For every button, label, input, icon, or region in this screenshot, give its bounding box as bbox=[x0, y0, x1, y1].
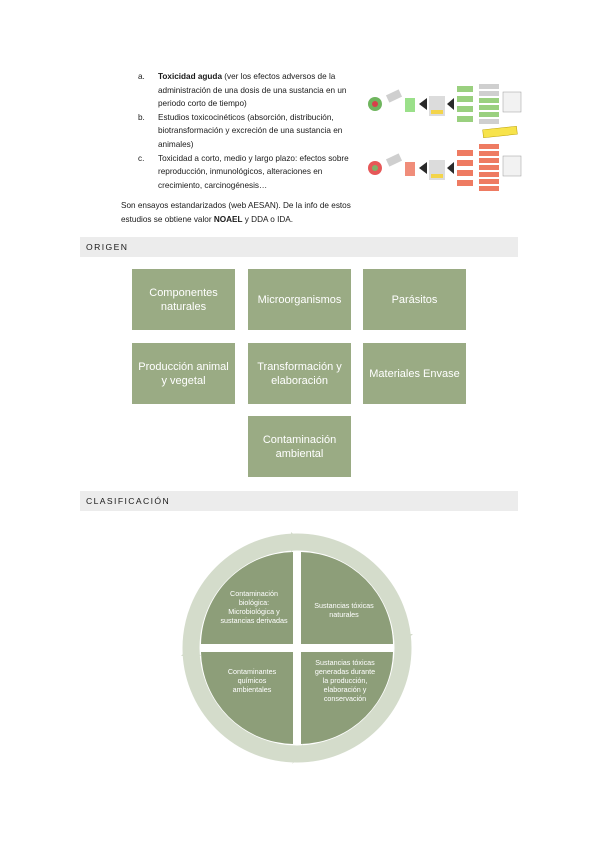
section-header-origen: ORIGEN bbox=[80, 237, 518, 257]
quadrant-text-top-left: Contaminación biológica: Microbiológica … bbox=[220, 589, 288, 625]
list-marker: b. bbox=[138, 112, 145, 122]
list-item-text: (ver los efectos adversos de la administ… bbox=[158, 72, 347, 109]
figure-row-bottom bbox=[368, 144, 522, 191]
origin-box: Microorganismos bbox=[248, 269, 351, 330]
quadrant-text-top-right: Sustancias tóxicas naturales bbox=[314, 601, 374, 619]
svg-text:elaboración y: elaboración y bbox=[324, 685, 367, 694]
list-item-text: Estudios toxicocinéticos (absorción, dis… bbox=[158, 112, 343, 149]
svg-text:Sustancias tóxicas: Sustancias tóxicas bbox=[314, 601, 374, 610]
quadrant-top-right bbox=[301, 552, 393, 644]
list-item-text: Toxicidad a corto, medio y largo plazo: … bbox=[158, 153, 349, 190]
quadrant-text-bottom-right: Sustancias tóxicas generadas durante la … bbox=[315, 658, 375, 703]
list-marker: c. bbox=[138, 153, 145, 163]
figure-row-top bbox=[368, 84, 522, 124]
svg-text:ambientales: ambientales bbox=[233, 685, 272, 694]
svg-text:químicos: químicos bbox=[238, 676, 267, 685]
paragraph-bold: NOAEL bbox=[213, 214, 243, 224]
origin-box: Parásitos bbox=[363, 269, 466, 330]
quadrant-text-bottom-left: Contaminantes químicos ambientales bbox=[228, 667, 277, 694]
svg-text:sustancias derivadas: sustancias derivadas bbox=[220, 616, 288, 625]
paragraph-text: Son ensayos estandarizados (web AESAN). … bbox=[121, 201, 351, 224]
summary-paragraph: Son ensayos estandarizados (web AESAN). … bbox=[121, 199, 367, 226]
svg-text:Microbiológica y: Microbiológica y bbox=[228, 607, 280, 616]
list-item: c. Toxicidad a corto, medio y largo plaz… bbox=[138, 152, 360, 193]
toxicity-study-figure bbox=[368, 84, 522, 191]
paragraph-text-end: y DDA o IDA. bbox=[242, 214, 294, 224]
svg-text:conservación: conservación bbox=[324, 694, 366, 703]
origin-box: Materiales Envase bbox=[363, 343, 466, 404]
classification-cycle: Contaminación biológica: Microbiológica … bbox=[181, 532, 413, 764]
quadrant-bottom-left bbox=[201, 652, 293, 744]
origin-box: Transformación y elaboración bbox=[248, 343, 351, 404]
list-item-bold: Toxicidad aguda bbox=[158, 72, 222, 81]
svg-text:naturales: naturales bbox=[329, 610, 359, 619]
list-item: a. Toxicidad aguda (ver los efectos adve… bbox=[138, 70, 360, 111]
origin-box: Componentes naturales bbox=[132, 269, 235, 330]
quadrant-top-left bbox=[201, 552, 293, 644]
origin-box: Producción animal y vegetal bbox=[132, 343, 235, 404]
svg-text:Contaminación: Contaminación bbox=[230, 589, 278, 598]
svg-text:biológica:: biológica: bbox=[239, 598, 269, 607]
list-item: b. Estudios toxicocinéticos (absorción, … bbox=[138, 111, 360, 152]
list-marker: a. bbox=[138, 72, 145, 81]
quadrant-bottom-right bbox=[301, 652, 393, 744]
cycle-ring bbox=[182, 533, 412, 763]
svg-text:generadas durante: generadas durante bbox=[315, 667, 375, 676]
arrow-left bbox=[181, 646, 201, 656]
origin-box: Contaminación ambiental bbox=[248, 416, 351, 477]
svg-text:la producción,: la producción, bbox=[323, 676, 368, 685]
arrow-top bbox=[291, 532, 302, 552]
svg-text:Sustancias tóxicas: Sustancias tóxicas bbox=[315, 658, 375, 667]
toxicity-list: a. Toxicidad aguda (ver los efectos adve… bbox=[138, 70, 360, 192]
arrow-right bbox=[393, 634, 413, 643]
arrow-bottom bbox=[292, 744, 303, 764]
svg-text:Contaminantes: Contaminantes bbox=[228, 667, 277, 676]
section-header-clasificacion: CLASIFICACIÓN bbox=[80, 491, 518, 511]
